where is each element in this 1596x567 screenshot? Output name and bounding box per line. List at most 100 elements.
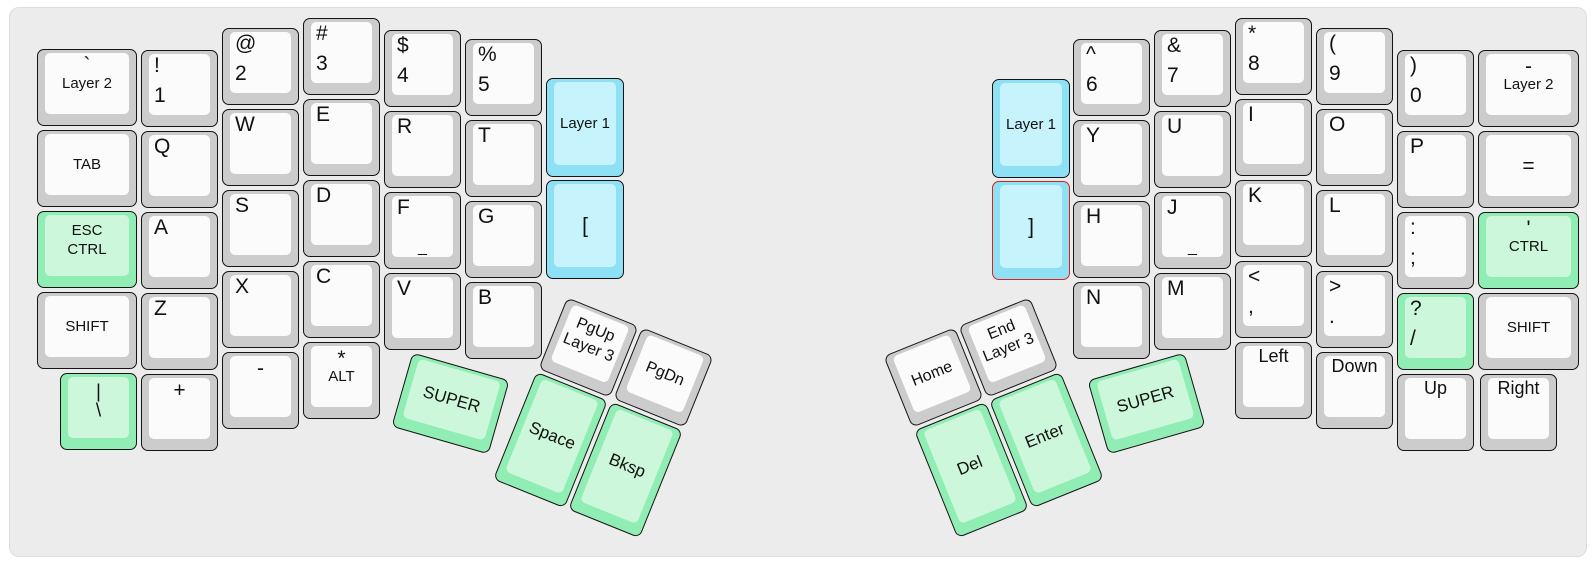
key-r[interactable]: R xyxy=(384,111,461,188)
key-top: !1 xyxy=(149,54,210,115)
key-minus-layer2-right[interactable]: -Layer 2 xyxy=(1478,50,1579,127)
key-v[interactable]: V xyxy=(384,273,461,350)
key-top: $4 xyxy=(392,34,453,95)
key-grave-layer2-left[interactable]: `Layer 2 xyxy=(37,49,137,126)
key-c[interactable]: C xyxy=(303,261,380,338)
key-label: Home xyxy=(908,357,955,390)
key-minus-left[interactable]: - xyxy=(222,352,299,429)
key-label: Left xyxy=(1258,346,1289,366)
key-num-7[interactable]: &7 xyxy=(1154,30,1231,107)
key-top: Layer 1 xyxy=(1000,83,1062,166)
key-arrow-left[interactable]: Left xyxy=(1235,342,1312,419)
key-super-left[interactable]: SUPER xyxy=(391,352,510,455)
key-top: X xyxy=(230,275,291,336)
key-s[interactable]: S xyxy=(222,190,299,267)
key-arrow-down[interactable]: Down xyxy=(1316,352,1393,429)
key-top: R xyxy=(392,115,453,176)
key-tab[interactable]: TAB xyxy=(37,130,137,207)
key-w[interactable]: W xyxy=(222,109,299,186)
key-g[interactable]: G xyxy=(465,201,542,278)
key-label: Bksp xyxy=(606,449,649,482)
key-num-4[interactable]: $4 xyxy=(384,30,461,107)
key-equals[interactable]: = xyxy=(1478,131,1579,208)
key-top: ?/ xyxy=(1405,297,1466,358)
key-top: TAB xyxy=(45,134,129,195)
key-top: |\ xyxy=(68,377,129,438)
key-label: . xyxy=(1329,305,1335,328)
key-b[interactable]: B xyxy=(465,282,542,359)
key-l[interactable]: L xyxy=(1316,190,1393,267)
key-num-9[interactable]: (9 xyxy=(1316,28,1393,105)
key-layer1-left[interactable]: Layer 1 xyxy=(546,78,624,177)
key-k[interactable]: K xyxy=(1235,180,1312,257)
key-super-right[interactable]: SUPER xyxy=(1087,352,1206,455)
key-top: H xyxy=(1081,205,1142,266)
key-top: J_ xyxy=(1162,196,1223,257)
key-quote-ctrl[interactable]: 'CTRL xyxy=(1478,212,1579,289)
key-i[interactable]: I xyxy=(1235,99,1312,176)
key-top: F_ xyxy=(392,196,453,257)
key-period[interactable]: >. xyxy=(1316,271,1393,348)
key-label: G xyxy=(478,205,495,228)
key-label: Y xyxy=(1086,124,1101,147)
key-arrow-up[interactable]: Up xyxy=(1397,374,1474,451)
key-z[interactable]: Z xyxy=(141,293,218,370)
key-num-0[interactable]: )0 xyxy=(1397,50,1474,127)
key-x[interactable]: X xyxy=(222,271,299,348)
key-label: 5 xyxy=(478,73,490,96)
key-top: L xyxy=(1324,194,1385,255)
key-star-alt[interactable]: *ALT xyxy=(303,342,380,419)
key-shift-left[interactable]: SHIFT xyxy=(37,292,137,369)
key-label: L xyxy=(1329,194,1341,217)
key-top: :; xyxy=(1405,216,1466,277)
key-arrow-right[interactable]: Right xyxy=(1480,374,1557,451)
key-shift-right[interactable]: SHIFT xyxy=(1478,293,1579,370)
key-label: ; xyxy=(1410,246,1416,269)
key-bracket-close[interactable]: ] xyxy=(992,181,1070,280)
key-plus[interactable]: + xyxy=(141,374,218,451)
key-num-2[interactable]: @2 xyxy=(222,28,299,105)
key-comma[interactable]: <, xyxy=(1235,261,1312,338)
key-top: *8 xyxy=(1243,22,1304,83)
key-e[interactable]: E xyxy=(303,99,380,176)
key-label: < xyxy=(1248,265,1261,288)
key-q[interactable]: Q xyxy=(141,131,218,208)
key-label: Layer 2 xyxy=(61,74,113,92)
key-layer1-right[interactable]: Layer 1 xyxy=(992,79,1070,178)
key-pipe-backslash[interactable]: |\ xyxy=(60,373,137,450)
key-y[interactable]: Y xyxy=(1073,120,1150,197)
key-bracket-open[interactable]: [ xyxy=(546,180,624,279)
key-semicolon[interactable]: :; xyxy=(1397,212,1474,289)
key-m[interactable]: M xyxy=(1154,273,1231,350)
key-label: M xyxy=(1167,277,1185,300)
key-d[interactable]: D xyxy=(303,180,380,257)
key-label: Z xyxy=(154,297,167,320)
key-a[interactable]: A xyxy=(141,212,218,289)
key-label: ! xyxy=(154,54,160,77)
key-p[interactable]: P xyxy=(1397,131,1474,208)
key-h[interactable]: H xyxy=(1073,201,1150,278)
key-num-1[interactable]: !1 xyxy=(141,50,218,127)
key-num-8[interactable]: *8 xyxy=(1235,18,1312,95)
key-f[interactable]: F_ xyxy=(384,192,461,269)
key-label: SUPER xyxy=(1114,381,1176,417)
key-num-5[interactable]: %5 xyxy=(465,39,542,116)
key-j[interactable]: J_ xyxy=(1154,192,1231,269)
key-label: V xyxy=(397,277,412,300)
key-num-6[interactable]: ^6 xyxy=(1073,39,1150,116)
key-top: Layer 1 xyxy=(554,82,616,165)
key-top: A xyxy=(149,216,210,277)
key-top: I xyxy=(1243,103,1304,164)
key-num-3[interactable]: #3 xyxy=(303,18,380,95)
key-n[interactable]: N xyxy=(1073,282,1150,359)
key-slash[interactable]: ?/ xyxy=(1397,293,1474,370)
key-o[interactable]: O xyxy=(1316,109,1393,186)
key-label: P xyxy=(1410,135,1425,158)
key-top: Q xyxy=(149,135,210,196)
key-u[interactable]: U xyxy=(1154,111,1231,188)
key-top: ] xyxy=(1000,185,1062,268)
key-t[interactable]: T xyxy=(465,120,542,197)
